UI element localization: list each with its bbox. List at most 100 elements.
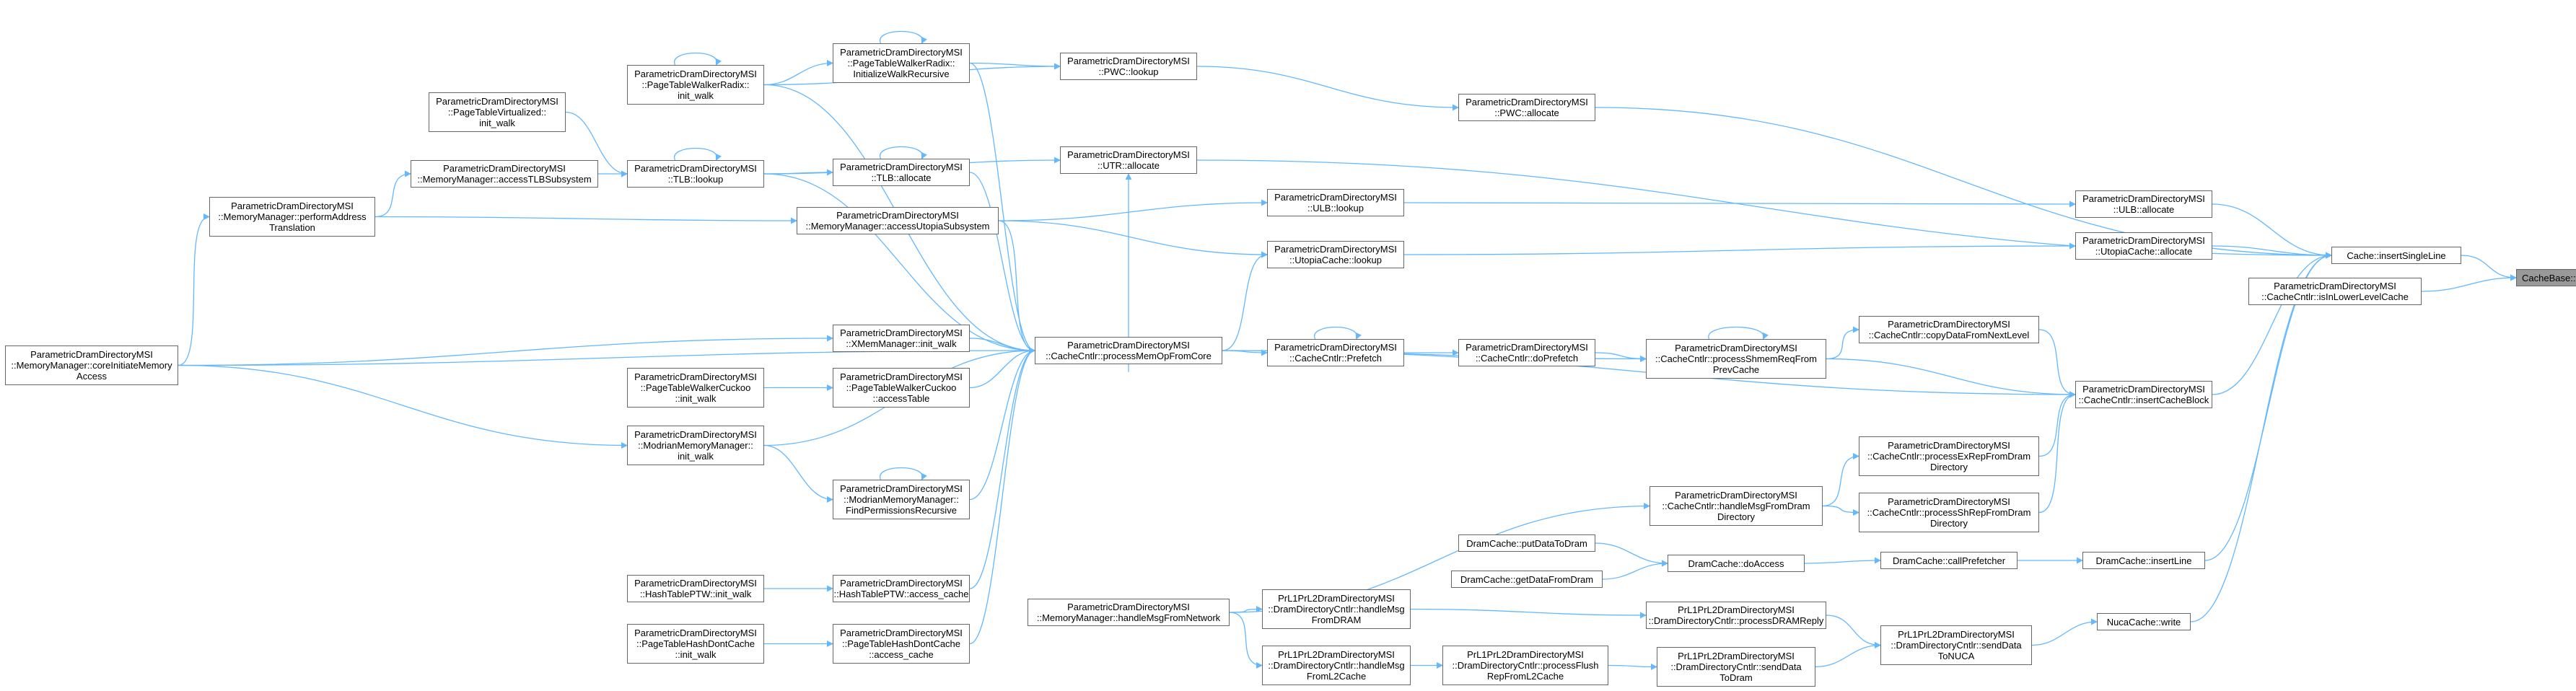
node-tagToAddress[interactable]: CacheBase::tagToAddress: [2516, 269, 2576, 286]
node-label-line: ::CacheCntlr::processMemOpFromCore: [1046, 351, 1212, 361]
edge-processExRepFromDramDirectory-to-insertCacheBlock: [2038, 391, 2076, 457]
node-label-line: PrL1PrL2DramDirectoryMSI: [1278, 649, 1395, 660]
edge-modrianInitWalk-to-findPermissionsRecursive: [763, 444, 833, 503]
node-sendDataToNUCA[interactable]: PrL1PrL2DramDirectoryMSI::DramDirectoryC…: [1880, 625, 2032, 665]
node-processExRepFromDramDirectory[interactable]: ParametricDramDirectoryMSI::CacheCntlr::…: [1859, 436, 2039, 476]
edge-handleMsgFromDRAM-to-processDRAMReply: [1410, 608, 1647, 619]
node-processShmemReqFromPrevCache[interactable]: ParametricDramDirectoryMSI::CacheCntlr::…: [1646, 339, 1826, 379]
node-label-line: Translation: [269, 222, 315, 233]
node-isInLowerLevelCache[interactable]: ParametricDramDirectoryMSI::CacheCntlr::…: [2248, 278, 2422, 305]
node-htPtwAccessCache[interactable]: ParametricDramDirectoryMSI::HashTablePTW…: [833, 575, 970, 602]
node-insertCacheBlock[interactable]: ParametricDramDirectoryMSI::CacheCntlr::…: [2075, 381, 2212, 408]
edge-performAddressTranslation-to-accessUtopiaSubsystem: [374, 216, 797, 224]
node-putDataToDram[interactable]: DramCache::putDataToDram: [1458, 534, 1595, 552]
node-handleMsgFromDramDirectory[interactable]: ParametricDramDirectoryMSI::CacheCntlr::…: [1650, 486, 1823, 526]
node-cuckooAccessTable[interactable]: ParametricDramDirectoryMSI::PageTableWal…: [833, 368, 970, 408]
node-label-line: ::PageTableWalkerCuckoo: [640, 382, 751, 393]
edge-xmemInitWalk-to-processMemOpFromCore: [969, 338, 1035, 354]
edge-ulbLookup-to-ulbAllocate: [1403, 201, 2076, 208]
node-pwcLookup[interactable]: ParametricDramDirectoryMSI::PWC::lookup: [1060, 53, 1197, 80]
node-label-line: ::ULB::lookup: [1307, 203, 1364, 214]
node-doAccess[interactable]: DramCache::doAccess: [1668, 555, 1805, 572]
node-label-line: ::init_walk: [675, 649, 717, 660]
edge-prefetch-to-prefetch: [1314, 326, 1362, 340]
node-label-line: ::XMemManager::init_walk: [846, 338, 957, 349]
node-initializeWalkRecursive[interactable]: ParametricDramDirectoryMSI::PageTableWal…: [833, 43, 970, 83]
edge-isInLowerLevelCache-to-tagToAddress: [2421, 274, 2517, 292]
edge-pwcAllocate-to-insertSingleLine: [1595, 107, 2332, 259]
node-label-line: ParametricDramDirectoryMSI: [30, 349, 153, 360]
edge-sendDataToDram-to-sendDataToNUCA: [1815, 642, 1881, 668]
node-sendDataToDram[interactable]: PrL1PrL2DramDirectoryMSI::DramDirectoryC…: [1657, 647, 1815, 687]
node-label-line: ::UtopiaCache::allocate: [2095, 246, 2193, 257]
node-nucaWrite[interactable]: NucaCache::write: [2097, 613, 2191, 630]
edge-performAddressTranslation-to-accessTLBSubsystem: [374, 170, 411, 218]
node-callPrefetcher[interactable]: DramCache::callPrefetcher: [1880, 552, 2018, 569]
node-insertSingleLine[interactable]: Cache::insertSingleLine: [2331, 247, 2461, 264]
node-radixInitWalk[interactable]: ParametricDramDirectoryMSI::PageTableWal…: [627, 65, 764, 105]
node-label-line: ParametricDramDirectoryMSI: [840, 47, 963, 58]
node-label-line: ParametricDramDirectoryMSI: [634, 69, 757, 79]
edge-tlbAllocate-to-tlbAllocate: [880, 146, 927, 159]
node-modrianInitWalk[interactable]: ParametricDramDirectoryMSI::ModrianMemor…: [627, 426, 764, 465]
edge-radixInitWalk-to-radixInitWalk: [674, 52, 722, 66]
node-cuckooInitWalk[interactable]: ParametricDramDirectoryMSI::PageTableWal…: [627, 368, 764, 408]
node-label-line: ParametricDramDirectoryMSI: [840, 578, 963, 589]
node-prefetch[interactable]: ParametricDramDirectoryMSI::CacheCntlr::…: [1267, 339, 1404, 366]
node-htPtwInitWalk[interactable]: ParametricDramDirectoryMSI::HashTablePTW…: [627, 575, 764, 602]
node-doPrefetch[interactable]: ParametricDramDirectoryMSI::CacheCntlr::…: [1458, 339, 1595, 366]
node-xmemInitWalk[interactable]: ParametricDramDirectoryMSI::XMemManager:…: [833, 325, 970, 352]
node-processDRAMReply[interactable]: PrL1PrL2DramDirectoryMSI::DramDirectoryC…: [1646, 602, 1826, 629]
node-utopiaCacheAllocate[interactable]: ParametricDramDirectoryMSI::UtopiaCache:…: [2075, 232, 2212, 260]
node-tlbAllocate[interactable]: ParametricDramDirectoryMSI::TLB::allocat…: [833, 159, 970, 186]
node-label-line: ParametricDramDirectoryMSI: [2082, 235, 2205, 246]
node-pwcAllocate[interactable]: ParametricDramDirectoryMSI::PWC::allocat…: [1458, 94, 1595, 121]
node-label-line: ParametricDramDirectoryMSI: [840, 162, 963, 172]
edge-insertSingleLine-to-tagToAddress: [2461, 255, 2517, 281]
node-accessUtopiaSubsystem[interactable]: ParametricDramDirectoryMSI::MemoryManage…: [797, 207, 999, 234]
node-htdcInitWalk[interactable]: ParametricDramDirectoryMSI::PageTableHas…: [627, 624, 764, 664]
node-label-line: ::PageTableWalkerRadix::: [847, 58, 955, 69]
node-label-line: ::CacheCntlr::handleMsgFromDram: [1662, 501, 1810, 511]
node-handleMsgFromDRAM[interactable]: PrL1PrL2DramDirectoryMSI::DramDirectoryC…: [1262, 589, 1411, 629]
node-virtualizedInitWalk[interactable]: ParametricDramDirectoryMSI::PageTableVir…: [429, 92, 566, 132]
edge-processFlushRepFromL2Cache-to-sendDataToDram: [1608, 663, 1657, 670]
node-label-line: ::PageTableHashDontCache: [841, 638, 961, 649]
node-label-line: ::access_cache: [869, 649, 934, 660]
node-getDataFromDram[interactable]: DramCache::getDataFromDram: [1451, 571, 1603, 588]
node-label-line: PrL1PrL2DramDirectoryMSI: [1467, 649, 1584, 660]
node-processFlushRepFromL2Cache[interactable]: PrL1PrL2DramDirectoryMSI::DramDirectoryC…: [1442, 646, 1608, 685]
node-label-line: ::PageTableVirtualized::: [447, 107, 547, 118]
node-copyDataFromNextLevel[interactable]: ParametricDramDirectoryMSI::CacheCntlr::…: [1859, 316, 2039, 343]
node-label-line: ::DramDirectoryCntlr::handleMsg: [1268, 660, 1405, 671]
node-handleMsgFromNetwork[interactable]: ParametricDramDirectoryMSI::MemoryManage…: [1028, 599, 1230, 626]
node-tlbLookup[interactable]: ParametricDramDirectoryMSI::TLB::lookup: [627, 160, 764, 188]
node-label-line: ::MemoryManager::accessUtopiaSubsystem: [805, 221, 990, 232]
edge-accessUtopiaSubsystem-to-processMemOpFromCore: [998, 220, 1035, 354]
node-label-line: ParametricDramDirectoryMSI: [840, 327, 963, 338]
node-label-line: init_walk: [678, 451, 714, 462]
node-accessTLBSubsystem[interactable]: ParametricDramDirectoryMSI::MemoryManage…: [411, 160, 598, 188]
node-processShRepFromDramDirectory[interactable]: ParametricDramDirectoryMSI::CacheCntlr::…: [1859, 493, 2039, 532]
node-label-line: ::ULB::allocate: [2113, 204, 2175, 215]
node-htdcAccessCache[interactable]: ParametricDramDirectoryMSI::PageTableHas…: [833, 624, 970, 664]
node-utrAllocate[interactable]: ParametricDramDirectoryMSI::UTR::allocat…: [1060, 146, 1197, 174]
node-label-line: ParametricDramDirectoryMSI: [1675, 490, 1797, 501]
node-label-line: ::HashTablePTW::access_cache: [833, 589, 969, 599]
node-ulbLookup[interactable]: ParametricDramDirectoryMSI::ULB::lookup: [1267, 189, 1404, 216]
node-label-line: ::CacheCntlr::processShmemReqFrom: [1655, 353, 1817, 364]
node-label-line: ParametricDramDirectoryMSI: [840, 628, 963, 638]
node-handleMsgFromL2Cache[interactable]: PrL1PrL2DramDirectoryMSI::DramDirectoryC…: [1262, 646, 1411, 685]
node-coreInitiateMemoryAccess[interactable]: ParametricDramDirectoryMSI::MemoryManage…: [5, 346, 178, 385]
node-ulbAllocate[interactable]: ParametricDramDirectoryMSI::ULB::allocat…: [2075, 190, 2212, 218]
node-findPermissionsRecursive[interactable]: ParametricDramDirectoryMSI::ModrianMemor…: [833, 480, 970, 519]
node-label-line: DramCache::getDataFromDram: [1460, 573, 1594, 585]
node-processMemOpFromCore[interactable]: ParametricDramDirectoryMSI::CacheCntlr::…: [1035, 337, 1222, 364]
node-label-line: ParametricDramDirectoryMSI: [634, 429, 757, 440]
node-dramInsertLine[interactable]: DramCache::insertLine: [2082, 552, 2205, 569]
edge-htPtwAccessCache-to-processMemOpFromCore: [969, 347, 1035, 589]
node-label-line: ParametricDramDirectoryMSI: [436, 96, 558, 107]
node-utopiaCacheLookup[interactable]: ParametricDramDirectoryMSI::UtopiaCache:…: [1267, 241, 1404, 268]
edge-cuckooAccessTable-to-processMemOpFromCore: [969, 347, 1035, 389]
node-performAddressTranslation[interactable]: ParametricDramDirectoryMSI::MemoryManage…: [209, 197, 375, 237]
